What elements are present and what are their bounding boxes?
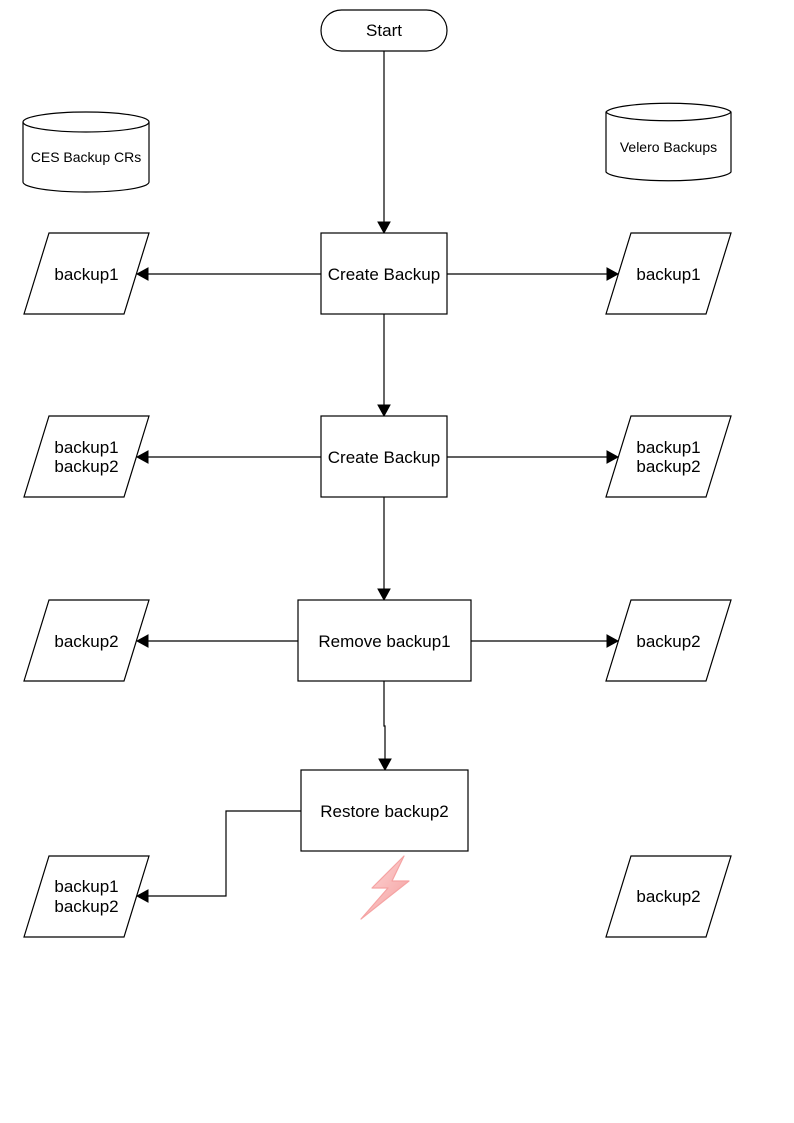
arrowhead [135,889,149,903]
store-velero-label: Velero Backups [620,139,717,155]
arrowhead [377,588,391,602]
state-line: backup2 [54,457,118,476]
edge-restore-to-ces [148,810,301,897]
step-label: Create Backup [328,265,440,284]
arrowhead [377,221,391,235]
arrowhead [135,450,149,464]
arrowhead [606,267,620,281]
start-label: Start [366,21,402,40]
state-line: backup1 [54,438,118,457]
store-ces-label: CES Backup CRs [31,149,141,165]
store-ces-backup-crs: CES Backup CRs [22,111,150,193]
state-line: backup2 [54,897,118,916]
step-create-backup-1: Create Backup [320,232,448,315]
lightning-bolt-icon [360,855,410,920]
step-create-backup-2: Create Backup [320,415,448,498]
velero-state-4: backup2 [605,855,732,938]
arrowhead [135,634,149,648]
step-remove-backup1: Remove backup1 [297,599,472,682]
step-restore-backup2: Restore backup2 [300,769,469,852]
start-node: Start [320,9,448,52]
state-line: backup2 [636,457,700,476]
ces-state-3: backup2 [23,599,150,682]
state-line: backup1 [636,265,700,284]
velero-state-3: backup2 [605,599,732,682]
step-label: Create Backup [328,448,440,467]
step-label: Remove backup1 [318,632,450,651]
state-line: backup2 [636,632,700,651]
state-line: backup1 [54,265,118,284]
arrowhead [606,634,620,648]
ces-state-2: backup1 backup2 [23,415,150,498]
arrowhead [378,758,392,772]
arrowhead [377,404,391,418]
store-velero-backups: Velero Backups [605,102,732,182]
velero-state-1: backup1 [605,232,732,315]
edges [135,51,620,903]
arrowhead [135,267,149,281]
ces-state-1: backup1 [23,232,150,315]
ces-state-4: backup1 backup2 [23,855,150,938]
state-line: backup2 [636,887,700,906]
state-line: backup2 [54,632,118,651]
arrowhead [606,450,620,464]
step-label: Restore backup2 [320,802,449,821]
state-line: backup1 [54,877,118,896]
state-line: backup1 [636,438,700,457]
velero-state-2: backup1 backup2 [605,415,732,498]
edge-remove-to-restore [383,681,386,759]
